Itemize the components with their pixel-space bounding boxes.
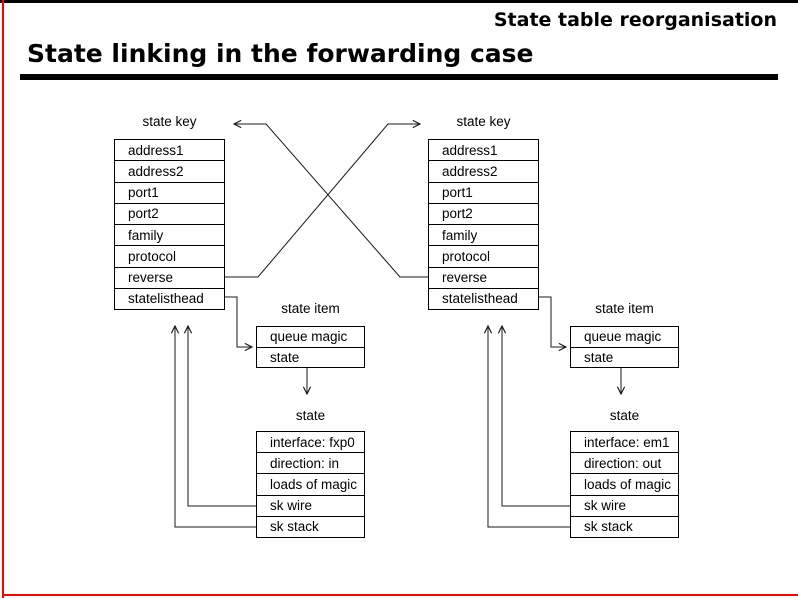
table-row: address2 xyxy=(429,160,538,181)
state-item-label-left: state item xyxy=(281,301,340,316)
table-row: direction: in xyxy=(257,452,364,473)
table-row: address1 xyxy=(128,142,184,158)
link-reverse-left-to-statekey-right xyxy=(225,124,420,278)
table-row: sk stack xyxy=(571,515,678,537)
table-row: family xyxy=(429,224,538,245)
table-row: protocol xyxy=(429,245,538,266)
table-row: port2 xyxy=(115,202,224,224)
state-key-table-left: address1 address2 port1 port2 family pro… xyxy=(114,139,225,310)
table-row: address2 xyxy=(115,160,224,181)
state-item-table-right: queue magic state xyxy=(570,326,679,368)
top-border-line xyxy=(0,0,798,3)
left-border-line xyxy=(2,0,4,598)
table-row: queue magic xyxy=(270,329,348,345)
state-key-label-left: state key xyxy=(142,114,197,129)
state-label-right: state xyxy=(609,408,640,423)
state-key-table-right: address1 address2 port1 port2 family pro… xyxy=(428,139,539,310)
table-row: reverse xyxy=(115,266,224,288)
table-row: port1 xyxy=(429,181,538,203)
table-row: sk wire xyxy=(257,494,364,516)
state-item-table-left: queue magic state xyxy=(256,326,365,368)
table-row: reverse xyxy=(429,266,538,288)
table-row: state xyxy=(257,346,364,368)
state-label-left: state xyxy=(295,408,326,423)
table-row: statelisthead xyxy=(115,287,224,309)
table-row: interface: fxp0 xyxy=(270,434,355,450)
table-row: loads of magic xyxy=(257,473,364,494)
table-row: sk stack xyxy=(257,515,364,537)
table-row: port2 xyxy=(429,202,538,224)
link-statelisthead-to-stateitem-left xyxy=(225,296,252,347)
link-skwire-to-statekey-left xyxy=(188,326,256,507)
table-row: protocol xyxy=(115,245,224,266)
page-title: State linking in the forwarding case xyxy=(27,39,534,68)
link-reverse-right-to-statekey-left xyxy=(234,124,428,278)
table-row: loads of magic xyxy=(571,473,678,494)
table-row: statelisthead xyxy=(429,287,538,309)
table-row: queue magic xyxy=(584,329,662,345)
table-row: address1 xyxy=(442,142,498,158)
table-row: family xyxy=(115,224,224,245)
bottom-border-line xyxy=(2,594,798,596)
state-table-left: interface: fxp0 direction: in loads of m… xyxy=(256,431,365,538)
link-skstack-to-statekey-left xyxy=(175,326,256,528)
state-table-right: interface: em1 direction: out loads of m… xyxy=(570,431,679,538)
link-skwire-to-statekey-right xyxy=(502,326,570,507)
title-underline xyxy=(20,74,778,80)
table-row: direction: out xyxy=(571,452,678,473)
corner-title: State table reorganisation xyxy=(493,9,777,31)
table-row: interface: em1 xyxy=(584,434,670,450)
link-skstack-to-statekey-right xyxy=(488,326,570,528)
table-row: port1 xyxy=(115,181,224,203)
link-statelisthead-to-stateitem-right xyxy=(539,296,566,347)
state-item-label-right: state item xyxy=(595,301,654,316)
state-key-label-right: state key xyxy=(456,114,511,129)
table-row: state xyxy=(571,346,678,368)
table-row: sk wire xyxy=(571,494,678,516)
